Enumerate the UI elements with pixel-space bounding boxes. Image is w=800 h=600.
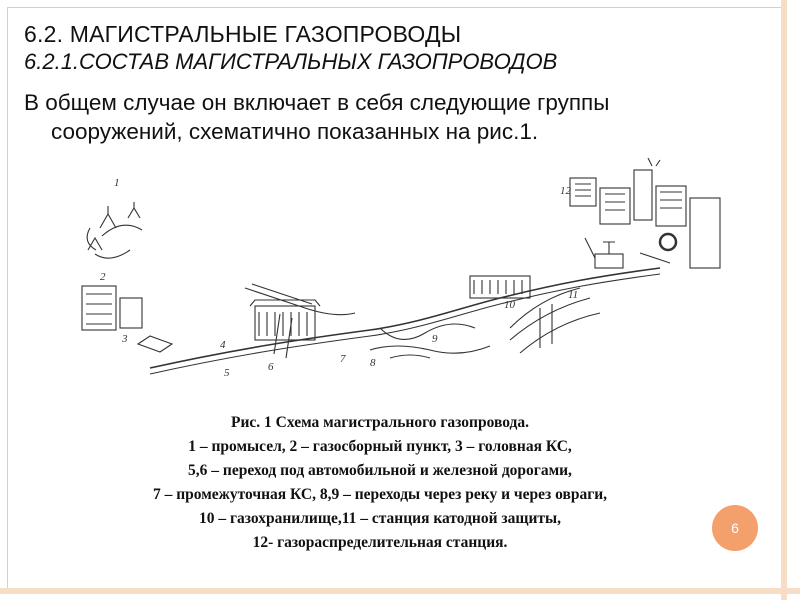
caption-line: Рис. 1 Схема магистрального газопровода. bbox=[230, 414, 529, 431]
figure-label-2: 2 bbox=[100, 271, 106, 283]
figure-label-12: 12 bbox=[560, 185, 572, 197]
slide-subheading: 6.2.1.СОСТАВ МАГИСТРАЛЬНЫХ ГАЗОПРОВОДОВ bbox=[24, 49, 558, 74]
cathodic-station-sketch bbox=[594, 241, 624, 269]
slide-heading: 6.2. МАГИСТРАЛЬНЫЕ ГАЗОПРОВОДЫ bbox=[24, 21, 462, 47]
gas-storage-sketch bbox=[509, 287, 601, 354]
intro-paragraph: В общем случае он включает в себя следую… bbox=[24, 88, 724, 146]
gas-field-sketch bbox=[86, 202, 143, 259]
city-distribution-sketch bbox=[569, 157, 721, 269]
figure-caption: Рис. 1 Схема магистрального газопровода.… bbox=[60, 411, 700, 555]
caption-line: 1 – промысел, 2 – газосборный пункт, 3 –… bbox=[188, 438, 572, 455]
decorative-rail-right bbox=[781, 0, 787, 600]
caption-line: 12- газораспределительная станция. bbox=[252, 534, 508, 551]
figure-label-3: 3 bbox=[121, 333, 128, 345]
figure-label-6: 6 bbox=[268, 361, 274, 373]
figure-label-11: 11 bbox=[568, 289, 578, 301]
intermediate-compressor-sketch bbox=[469, 275, 531, 299]
pipeline-scheme-figure: 1 2 3 4 5 6 7 8 9 10 11 12 bbox=[40, 157, 750, 408]
figure-label-1: 1 bbox=[114, 177, 120, 189]
decorative-rail-bottom bbox=[0, 588, 800, 594]
figure-label-9: 9 bbox=[432, 333, 438, 345]
intro-line-1: В общем случае он включает в себя следую… bbox=[24, 90, 610, 115]
river-ravine-crossing-sketch bbox=[369, 323, 491, 359]
pipeline-scheme-drawing: 1 2 3 4 5 6 7 8 9 10 11 12 bbox=[81, 157, 721, 379]
figure-label-8: 8 bbox=[370, 357, 376, 369]
caption-line: 10 – газохранилище,11 – станция катодной… bbox=[198, 510, 562, 527]
figure-label-7: 7 bbox=[340, 353, 346, 365]
caption-line: 7 – промежуточная КС, 8,9 – переходы чер… bbox=[152, 486, 608, 503]
figure-label-5: 5 bbox=[224, 367, 230, 379]
intro-line-2: сооружений, схематично показанных на рис… bbox=[51, 119, 539, 144]
figure-label-10: 10 bbox=[504, 299, 516, 311]
figure-label-4: 4 bbox=[220, 339, 226, 351]
head-compressor-sketch bbox=[249, 299, 321, 341]
road-rail-crossing-sketch bbox=[244, 283, 356, 359]
caption-line: 5,6 – переход под автомобильной и железн… bbox=[188, 462, 572, 479]
page-number-badge: 6 bbox=[712, 505, 758, 551]
gathering-point-sketch bbox=[81, 285, 174, 353]
